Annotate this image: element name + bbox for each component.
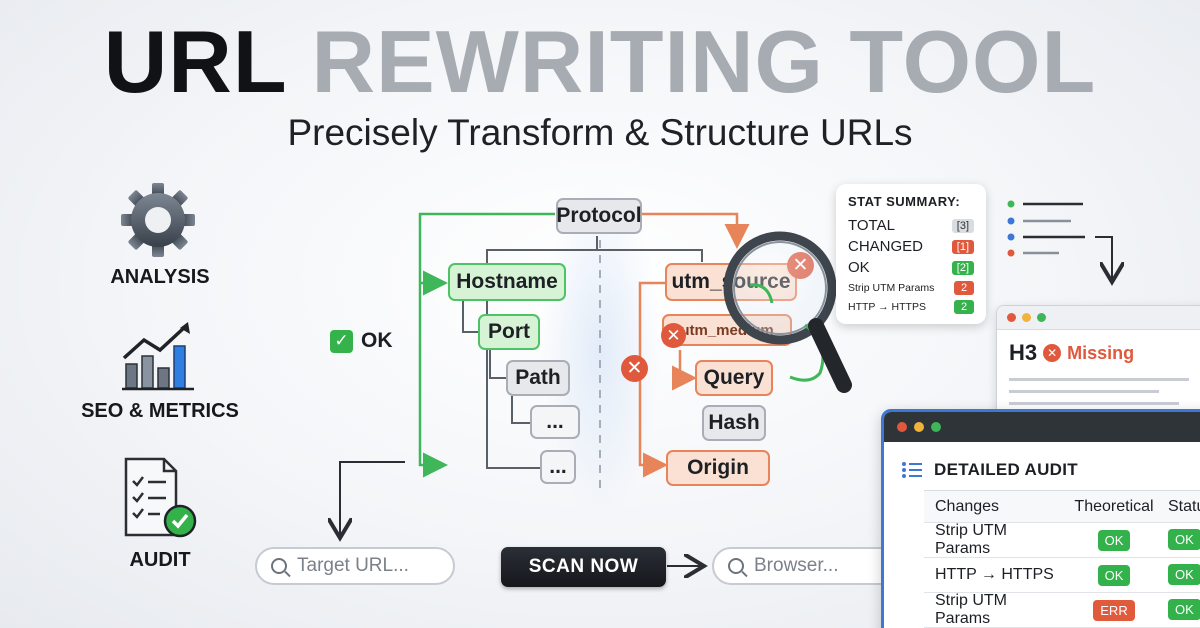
ok-label: OK [361, 329, 393, 352]
window-titlebar [884, 412, 1200, 442]
magnifier-icon [723, 231, 852, 393]
window-titlebar [997, 306, 1200, 330]
stat-value: 2 [954, 299, 974, 314]
column-header[interactable]: Theoretical [1074, 497, 1154, 515]
table-header-row: Changes Theoretical Status [924, 491, 1200, 523]
window-minimize-icon[interactable] [914, 422, 924, 432]
path-node[interactable]: Path [506, 360, 570, 396]
query-node[interactable]: Query [695, 360, 773, 396]
stat-label: OK [848, 259, 870, 276]
bar-chart-icon [118, 320, 198, 392]
stat-row: Strip UTM Params 2 [848, 278, 974, 297]
gear-icon [118, 180, 198, 260]
port-node[interactable]: Port [478, 314, 540, 350]
search-icon [728, 558, 744, 574]
text-line [1009, 390, 1159, 393]
title-rest: REWRITING TOOL [311, 12, 1097, 111]
target-url-input[interactable]: Target URL... [255, 547, 455, 585]
path-child-node[interactable]: ... [540, 450, 576, 484]
stat-row: CHANGED [1] [848, 236, 974, 257]
ok-status: ✓ OK [330, 329, 393, 353]
scan-now-button[interactable]: SCAN NOW [501, 547, 666, 587]
stat-label: HTTP → HTTPS [848, 300, 926, 313]
error-x-icon: ✕ [1043, 344, 1062, 362]
text-line [1009, 402, 1179, 405]
column-header[interactable]: Status [1168, 497, 1200, 515]
title-url: URL [103, 12, 287, 111]
stat-value: 2 [954, 280, 974, 295]
stat-row: OK [2] [848, 257, 974, 278]
stat-row: HTTP → HTTPS 2 [848, 297, 974, 316]
window-minimize-icon[interactable] [1022, 313, 1031, 322]
change-cell: Strip UTM Params [935, 522, 1007, 557]
table-row[interactable]: HTTP → HTTPS OK OK [924, 558, 1200, 593]
detailed-audit-window: DETAILED AUDIT Changes Theoretical Statu… [881, 409, 1200, 628]
theoretical-badge: OK [1097, 564, 1131, 586]
text-line [1009, 378, 1189, 381]
window-maximize-icon[interactable] [1037, 313, 1046, 322]
window-maximize-icon[interactable] [931, 422, 941, 432]
error-x-icon: ✕ [661, 323, 686, 348]
stat-value: [2] [951, 260, 974, 275]
h3-missing-label: Missing [1067, 342, 1135, 363]
origin-node[interactable]: Origin [666, 450, 770, 486]
error-x-icon: ✕ [621, 355, 648, 382]
seo-metrics-label: SEO & METRICS [81, 400, 239, 422]
stat-label: CHANGED [848, 238, 924, 255]
stat-label: Strip UTM Params [848, 281, 935, 294]
stat-label: TOTAL [848, 217, 895, 234]
list-lines-icon [1007, 200, 1085, 257]
browser-input[interactable]: Browser... [712, 547, 912, 585]
change-cell: Strip UTM Params [935, 592, 1007, 627]
stat-row: TOTAL [3] [848, 215, 974, 236]
stat-summary-card: STAT SUMMARY: TOTAL [3] CHANGED [1] OK [… [836, 184, 986, 324]
theoretical-badge: OK [1097, 529, 1131, 551]
hash-node[interactable]: Hash [702, 405, 766, 441]
theoretical-badge: ERR [1093, 599, 1135, 621]
table-row[interactable]: Strip UTM Params OK OK [924, 522, 1200, 558]
stat-value: [1] [951, 239, 974, 254]
window-close-icon[interactable] [897, 422, 907, 432]
audit-title: DETAILED AUDIT [934, 460, 1078, 479]
page-subtitle: Precisely Transform & Structure URLs [287, 112, 913, 153]
list-icon [902, 462, 922, 478]
column-header[interactable]: Changes [935, 497, 1000, 515]
change-cell: HTTP → HTTPS [935, 566, 1054, 583]
h3-tag: H3 [1009, 340, 1038, 365]
protocol-node[interactable]: Protocol [556, 198, 642, 234]
search-icon [271, 558, 287, 574]
status-badge: OK [1168, 564, 1200, 585]
audit-header: DETAILED AUDIT [902, 460, 1078, 480]
status-badge: OK [1168, 529, 1200, 550]
table-row[interactable]: Strip UTM Params ERR OK [924, 592, 1200, 628]
hostname-node[interactable]: Hostname [448, 263, 566, 301]
checklist-icon [120, 455, 200, 541]
check-icon: ✓ [330, 329, 353, 353]
audit-table: Changes Theoretical Status Strip UTM Par… [924, 490, 1200, 628]
window-close-icon[interactable] [1007, 313, 1016, 322]
h3-status: H3 ✕ Missing [1009, 340, 1134, 366]
stat-summary-title: STAT SUMMARY: [848, 194, 961, 209]
status-badge: OK [1168, 599, 1200, 620]
path-child-node[interactable]: ... [530, 405, 580, 439]
audit-label: AUDIT [129, 549, 191, 571]
page-title: URL REWRITING TOOL [0, 14, 1200, 110]
target-url-placeholder: Target URL... [297, 555, 409, 576]
browser-placeholder: Browser... [754, 555, 839, 576]
analysis-label: ANALYSIS [110, 266, 210, 288]
stat-value: [3] [951, 218, 974, 233]
